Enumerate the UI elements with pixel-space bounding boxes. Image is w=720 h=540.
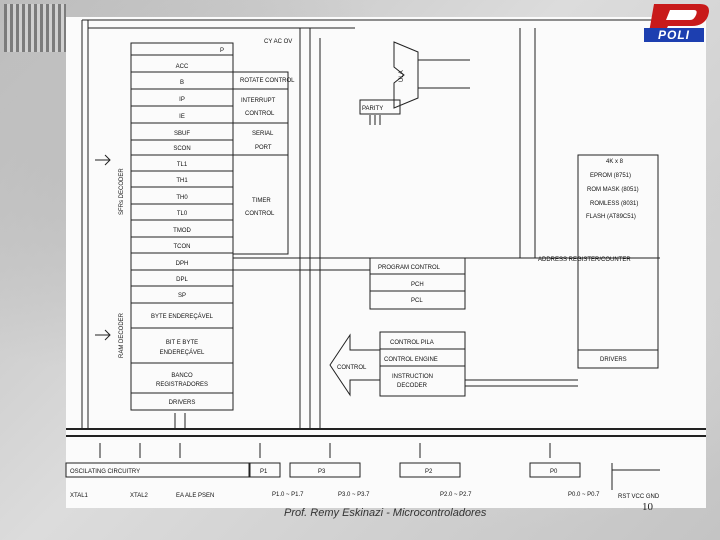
ea-ale-psen-label: EA ALE PSEN xyxy=(176,493,214,499)
ram-decoder-label: RAM DECODER xyxy=(119,312,125,358)
osc-label: OSCILATING CIRCUITRY xyxy=(70,469,140,475)
parity-label: PARITY xyxy=(362,106,383,112)
address-bus-label: ADDRESS REGISTER/COUNTER xyxy=(538,257,631,263)
reg-ip: IP xyxy=(179,97,185,103)
reg-dpl: DPL xyxy=(176,277,188,283)
timer-label: TIMER xyxy=(252,198,271,204)
reg-scon: SCON xyxy=(173,146,190,152)
pch-label: PCH xyxy=(411,282,424,288)
control-engine: CONTROL ENGINE xyxy=(384,357,438,363)
reg-tcon: TCON xyxy=(174,244,191,250)
flag-p: P xyxy=(220,48,224,54)
reg-tl0: TL0 xyxy=(177,211,188,217)
reg-enderecavel: ENDEREÇÁVEL xyxy=(160,349,205,356)
port-label: PORT xyxy=(255,145,272,151)
mem-flash: FLASH (AT89C51) xyxy=(586,214,636,220)
mem-romless: ROMLESS (8031) xyxy=(590,201,638,207)
p3-range: P3.0 ~ P3.7 xyxy=(338,492,370,498)
rotate-label: ROTATE CONTROL xyxy=(240,78,295,84)
control-pila: CONTROL PILA xyxy=(390,340,434,346)
reg-th1: TH1 xyxy=(176,178,188,184)
reg-b: B xyxy=(180,80,184,86)
drivers-right: DRIVERS xyxy=(600,357,627,363)
page-number: 10 xyxy=(642,501,653,513)
reg-banco: BANCO xyxy=(171,373,193,379)
reg-dph: DPH xyxy=(176,261,189,267)
mem-eprom: EPROM (8751) xyxy=(590,173,631,179)
p1-label: P1 xyxy=(260,469,268,475)
reg-tl1: TL1 xyxy=(177,162,188,168)
pcl-label: PCL xyxy=(411,298,423,304)
reg-byte-enderecavel: BYTE ENDEREÇÁVEL xyxy=(151,313,214,320)
decoder-label: DECODER xyxy=(397,383,428,389)
p0-label: P0 xyxy=(550,469,558,475)
ula-label: ULA xyxy=(399,70,405,82)
poli-logo-text: POLI xyxy=(644,28,704,42)
power-label: RST VCC GND xyxy=(618,494,660,500)
diagram-paper xyxy=(66,17,706,508)
p0-range: P0.0 ~ P0.7 xyxy=(568,492,600,498)
reg-acc: ACC xyxy=(176,64,189,70)
mem-rom: ROM MASK (8051) xyxy=(587,187,639,193)
p2-label: P2 xyxy=(425,469,433,475)
timer-control: CONTROL xyxy=(245,211,275,217)
footer-credit: Prof. Remy Eskinazi - Microcontroladores xyxy=(284,507,487,519)
reg-ie: IE xyxy=(179,114,185,120)
reg-drivers: DRIVERS xyxy=(169,400,196,406)
mem-4k: 4K x 8 xyxy=(606,159,624,165)
p1-range: P1.0 ~ P1.7 xyxy=(272,492,304,498)
xtal2-label: XTAL2 xyxy=(130,493,149,499)
xtal1-label: XTAL1 xyxy=(70,493,89,499)
reg-sbuf: SBUF xyxy=(174,131,190,137)
serial-label: SERIAL xyxy=(252,131,274,137)
interrupt-control: CONTROL xyxy=(245,111,275,117)
reg-sp: SP xyxy=(178,293,186,299)
reg-bit-byte: BIT E BYTE xyxy=(166,340,198,346)
reg-registradores: REGISTRADORES xyxy=(156,382,208,388)
reg-th0: TH0 xyxy=(176,195,188,201)
chip-photo-decoration xyxy=(4,4,66,52)
sfr-decoder-label: SFRs DECODER xyxy=(119,168,125,215)
p3-label: P3 xyxy=(318,469,326,475)
reg-tmod: TMOD xyxy=(173,228,191,234)
psw-label: CY AC OV xyxy=(264,39,292,45)
program-control: PROGRAM CONTROL xyxy=(378,265,441,271)
interrupt-label: INTERRUPT xyxy=(241,98,276,104)
control-arrow-label: CONTROL xyxy=(337,365,367,371)
p2-range: P2.0 ~ P2.7 xyxy=(440,492,472,498)
instruction-label: INSTRUCTION xyxy=(392,374,433,380)
